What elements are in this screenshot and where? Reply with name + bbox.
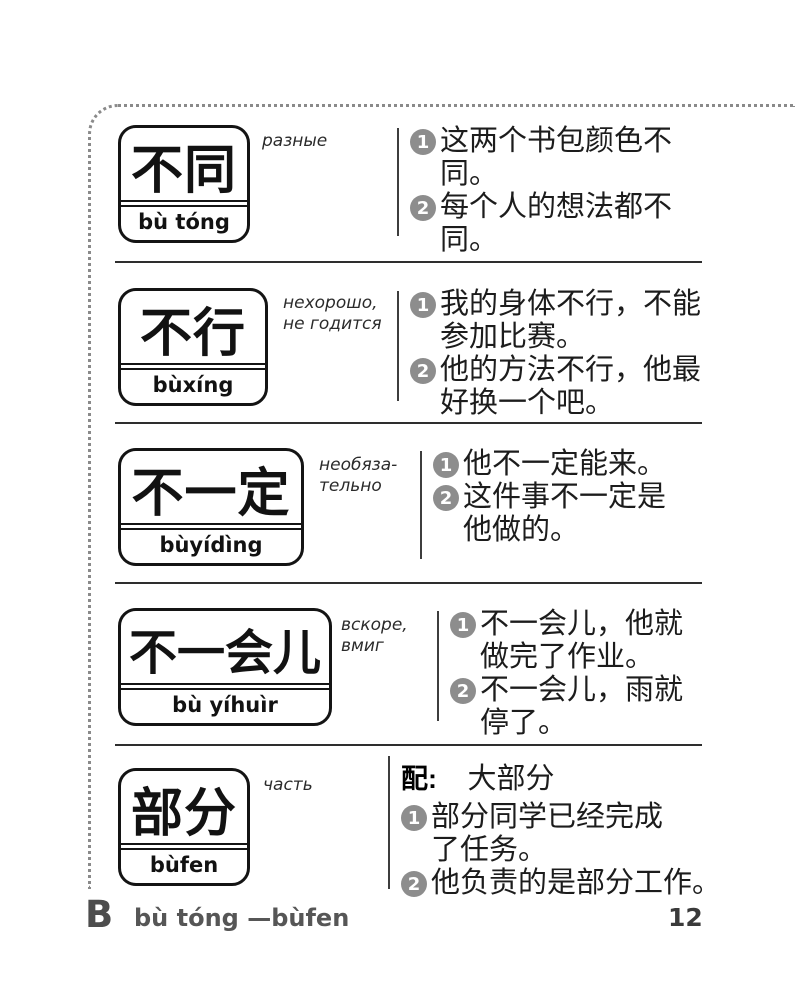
footer-page-number: 12: [668, 903, 703, 932]
page-frame-border: [88, 104, 795, 889]
example-item: 1 这两个书包颜色不 同。: [410, 125, 672, 191]
headword-pinyin: bù yíhuìr: [121, 688, 329, 723]
gloss-line: нехорошо,: [283, 293, 378, 313]
gloss-line: часть: [263, 775, 313, 795]
example-text: 不一会儿，雨就 停了。: [480, 674, 684, 739]
examples: 1 我的身体不行，不能 参加比赛。 2 他的方法不行，他最 好换一个吧。: [410, 288, 701, 420]
entry-separator: [115, 582, 702, 584]
headword-box: 不同 bù tóng: [118, 125, 250, 243]
headword-hanzi: 不同: [121, 128, 247, 202]
example-text: 部分同学已经完成 了任务。: [431, 801, 664, 866]
headword-pinyin: bùyídìng: [121, 528, 301, 563]
example-item: 2 这件事不一定是 他做的。: [433, 481, 666, 547]
footer-section-letter: B: [85, 893, 114, 936]
gloss-line: вскоре,: [341, 615, 408, 635]
column-divider: [388, 756, 390, 889]
example-text: 每个人的想法都不 同。: [440, 191, 673, 256]
example-text: 他的方法不行，他最 好换一个吧。: [440, 354, 702, 419]
example-number-badge: 1: [401, 805, 427, 831]
example-number-badge: 1: [450, 612, 476, 638]
example-number-badge: 2: [450, 678, 476, 704]
headword-hanzi: 不一定: [121, 451, 301, 525]
russian-gloss: часть: [263, 775, 313, 796]
russian-gloss: вскоре, вмиг: [341, 615, 408, 657]
example-item: 2 每个人的想法都不 同。: [410, 191, 672, 257]
gloss-line: не годится: [283, 314, 382, 334]
gloss-line: необяза-: [319, 455, 398, 475]
headword-hanzi: 部分: [121, 771, 247, 845]
headword-pinyin: bùfen: [121, 848, 247, 883]
examples: 1 他不一定能来。 2 这件事不一定是 他做的。: [433, 448, 666, 547]
headword-box: 不一会儿 bù yíhuìr: [118, 608, 332, 726]
example-text: 这件事不一定是 他做的。: [463, 481, 667, 546]
example-item: 2 不一会儿，雨就 停了。: [450, 674, 683, 740]
entry-separator: [115, 261, 702, 263]
example-item: 2 他的方法不行，他最 好换一个吧。: [410, 354, 701, 420]
example-item: 1 不一会儿，他就 做完了作业。: [450, 608, 683, 674]
headword-pinyin: bù tóng: [121, 205, 247, 240]
gloss-line: тельно: [319, 476, 382, 496]
russian-gloss: необяза- тельно: [319, 455, 397, 497]
entry-separator: [115, 422, 702, 424]
example-text: 他负责的是部分工作。: [431, 867, 722, 899]
gloss-line: вмиг: [341, 636, 384, 656]
column-divider: [420, 451, 422, 559]
example-number-badge: 1: [410, 292, 436, 318]
examples: 1 这两个书包颜色不 同。 2 每个人的想法都不 同。: [410, 125, 672, 257]
examples: 1 不一会儿，他就 做完了作业。 2 不一会儿，雨就 停了。: [450, 608, 683, 740]
example-text: 不一会儿，他就 做完了作业。: [480, 608, 684, 673]
example-text: 这两个书包颜色不 同。: [440, 125, 673, 190]
example-text: 他不一定能来。: [463, 448, 667, 480]
example-number-badge: 2: [433, 485, 459, 511]
headword-box: 不一定 bùyídìng: [118, 448, 304, 566]
column-divider: [397, 291, 399, 401]
headword-pinyin: bùxíng: [121, 368, 265, 403]
collocation-label: 配:: [401, 764, 437, 794]
example-item: 1 我的身体不行，不能 参加比赛。: [410, 288, 701, 354]
example-number-badge: 1: [410, 129, 436, 155]
column-divider: [397, 128, 399, 236]
column-divider: [437, 611, 439, 721]
example-number-badge: 2: [410, 195, 436, 221]
headword-hanzi: 不行: [121, 291, 265, 365]
footer-headword-range: bù tóng —bùfen: [134, 904, 350, 932]
collocation-text: 大部分: [467, 763, 555, 795]
example-number-badge: 1: [433, 452, 459, 478]
collocation-line: 配: 大部分: [401, 755, 721, 797]
example-number-badge: 2: [410, 358, 436, 384]
example-text: 我的身体不行，不能 参加比赛。: [440, 288, 702, 353]
example-item: 2 他负责的是部分工作。: [401, 867, 721, 900]
russian-gloss: нехорошо, не годится: [283, 293, 382, 335]
headword-box: 不行 bùxíng: [118, 288, 268, 406]
entry-separator: [115, 744, 702, 746]
gloss-line: разные: [262, 131, 328, 151]
examples: 配: 大部分 1 部分同学已经完成 了任务。 2 他负责的是部分工作。: [401, 755, 721, 900]
example-item: 1 他不一定能来。: [433, 448, 666, 481]
example-item: 1 部分同学已经完成 了任务。: [401, 801, 721, 867]
russian-gloss: разные: [262, 131, 327, 152]
headword-hanzi: 不一会儿: [121, 611, 329, 685]
example-number-badge: 2: [401, 871, 427, 897]
headword-box: 部分 bùfen: [118, 768, 250, 886]
